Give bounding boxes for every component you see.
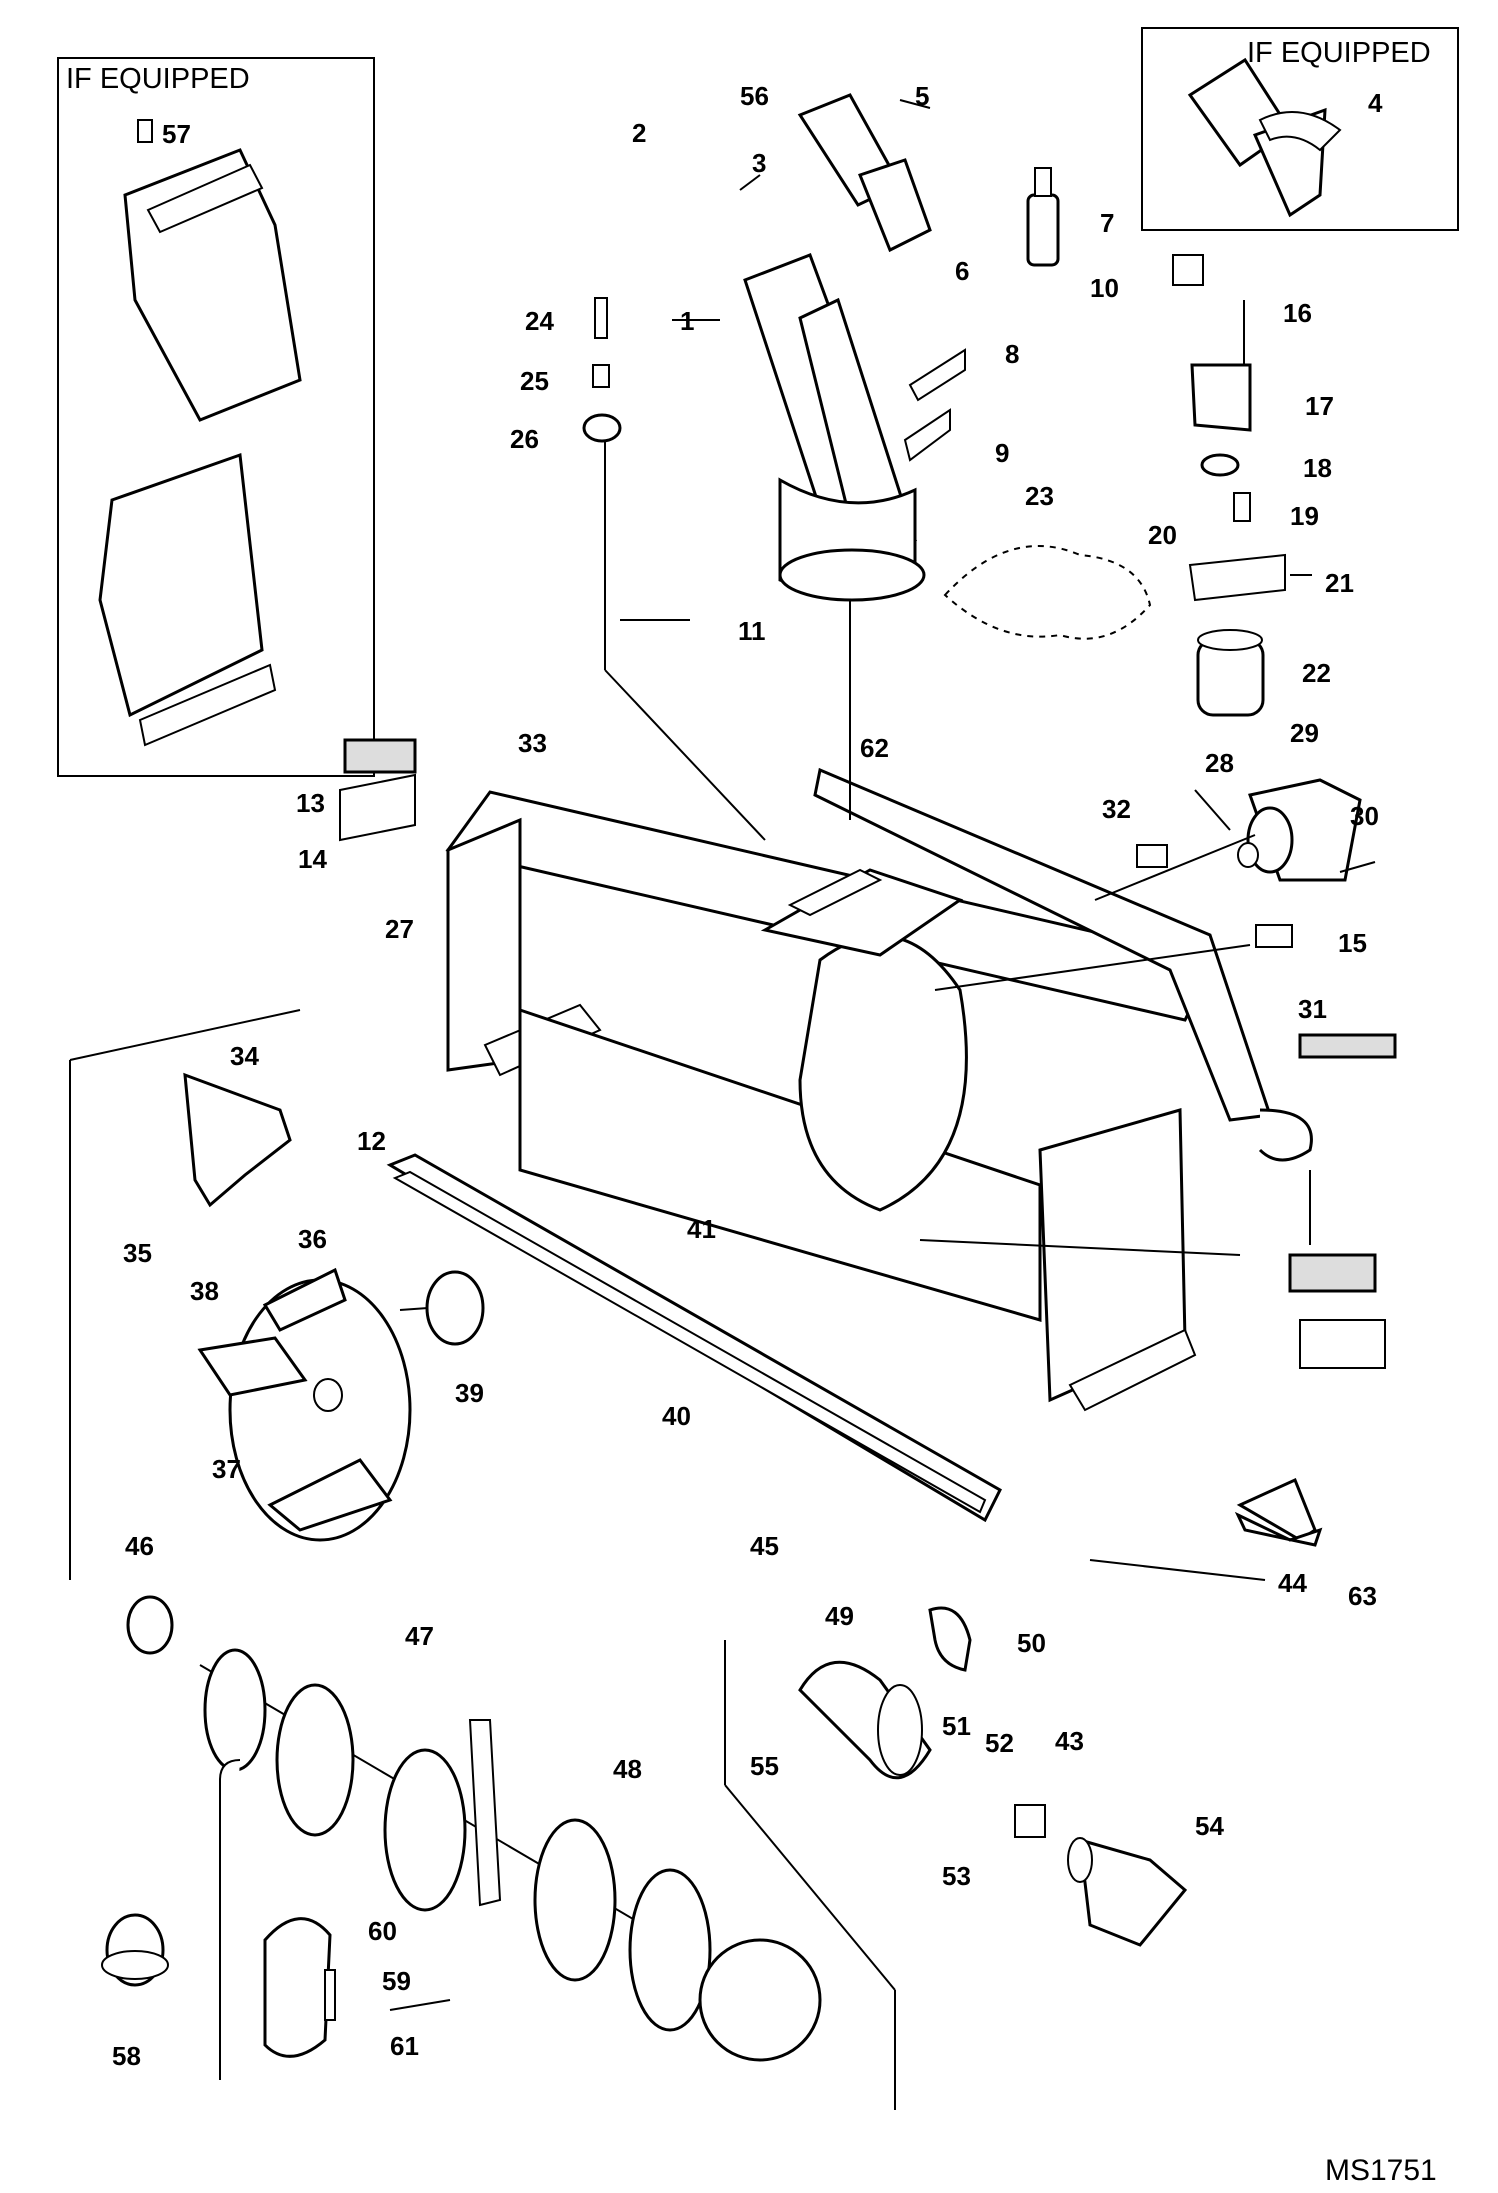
callout-16: 16 bbox=[1283, 298, 1312, 328]
callout-46: 46 bbox=[125, 1531, 154, 1561]
callout-60: 60 bbox=[368, 1916, 397, 1946]
callout-5: 5 bbox=[915, 81, 929, 111]
chute-assembly bbox=[743, 93, 1060, 602]
callout-6: 6 bbox=[955, 256, 969, 286]
callout-37: 37 bbox=[212, 1454, 241, 1484]
callout-48: 48 bbox=[613, 1754, 642, 1784]
impeller-38 bbox=[197, 1267, 485, 1542]
callout-17: 17 bbox=[1305, 391, 1334, 421]
callout-26: 26 bbox=[510, 424, 539, 454]
callout-25: 25 bbox=[520, 366, 549, 396]
callout-39: 39 bbox=[455, 1378, 484, 1408]
skid-shoe-44 bbox=[1234, 1477, 1323, 1547]
drawing-code: MS1751 bbox=[1325, 2154, 1437, 2187]
callout-12: 12 bbox=[357, 1126, 386, 1156]
callout-15: 15 bbox=[1338, 928, 1367, 958]
callout-35: 35 bbox=[123, 1238, 152, 1268]
callout-56: 56 bbox=[740, 81, 769, 111]
cutting-edge-40 bbox=[386, 1153, 1002, 1523]
callout-36: 36 bbox=[298, 1224, 327, 1254]
callout-57: 57 bbox=[162, 119, 191, 149]
callout-14: 14 bbox=[298, 844, 327, 874]
decals bbox=[339, 738, 1397, 1369]
callout-41: 41 bbox=[687, 1214, 716, 1244]
inset-right-parts bbox=[1187, 57, 1342, 218]
callout-11: 11 bbox=[738, 616, 766, 646]
callout-28: 28 bbox=[1205, 748, 1234, 778]
callout-43: 43 bbox=[1055, 1726, 1084, 1756]
callout-10: 10 bbox=[1090, 273, 1119, 303]
callout-55: 55 bbox=[750, 1751, 779, 1781]
bushing-parts bbox=[582, 297, 622, 443]
callout-3: 3 bbox=[752, 148, 766, 178]
callout-21: 21 bbox=[1325, 568, 1354, 598]
callout-19: 19 bbox=[1290, 501, 1319, 531]
callout-30: 30 bbox=[1350, 801, 1379, 831]
callout-59: 59 bbox=[382, 1966, 411, 1996]
main-housing bbox=[445, 767, 1313, 1412]
callout-54: 54 bbox=[1195, 1811, 1224, 1841]
panel-34 bbox=[183, 1072, 292, 1208]
callout-58: 58 bbox=[112, 2041, 141, 2071]
inset-left-frame bbox=[57, 57, 375, 777]
callout-45: 45 bbox=[750, 1531, 779, 1561]
callout-50: 50 bbox=[1017, 1628, 1046, 1658]
callout-20: 20 bbox=[1148, 520, 1177, 550]
callout-labels: 1234567891011121314151617181920212223242… bbox=[112, 81, 1383, 2071]
callout-47: 47 bbox=[405, 1621, 434, 1651]
callout-29: 29 bbox=[1290, 718, 1319, 748]
callout-4: 4 bbox=[1368, 88, 1383, 118]
callout-24: 24 bbox=[525, 306, 554, 336]
callout-27: 27 bbox=[385, 914, 414, 944]
chain-23 bbox=[943, 545, 1152, 640]
inset-left-header: IF EQUIPPED bbox=[66, 63, 250, 95]
gearbox-29 bbox=[1194, 778, 1376, 882]
callout-49: 49 bbox=[825, 1601, 854, 1631]
callout-44: 44 bbox=[1278, 1568, 1307, 1598]
callout-34: 34 bbox=[230, 1041, 259, 1071]
callout-31: 31 bbox=[1298, 994, 1327, 1024]
inset-right-frame bbox=[1141, 27, 1459, 231]
callout-13: 13 bbox=[296, 788, 325, 818]
callout-1: 1 bbox=[680, 306, 694, 336]
callout-61: 61 bbox=[390, 2031, 419, 2061]
callout-38: 38 bbox=[190, 1276, 219, 1306]
inset-right-header: IF EQUIPPED bbox=[1247, 37, 1431, 69]
callout-40: 40 bbox=[662, 1401, 691, 1431]
clamp-details bbox=[101, 1759, 336, 2080]
callout-63: 63 bbox=[1348, 1581, 1377, 1611]
callout-18: 18 bbox=[1303, 453, 1332, 483]
callout-52: 52 bbox=[985, 1728, 1014, 1758]
callout-9: 9 bbox=[995, 438, 1009, 468]
leader-lines bbox=[69, 99, 1311, 2110]
callout-2: 2 bbox=[632, 118, 646, 148]
callout-32: 32 bbox=[1102, 794, 1131, 824]
callout-8: 8 bbox=[1005, 339, 1019, 369]
drive-drum-49 bbox=[798, 1606, 1188, 1947]
callout-53: 53 bbox=[942, 1861, 971, 1891]
callout-7: 7 bbox=[1100, 208, 1114, 238]
callout-51: 51 bbox=[942, 1711, 971, 1741]
deflector-actuator-parts bbox=[1172, 254, 1312, 717]
callout-22: 22 bbox=[1302, 658, 1331, 688]
callout-23: 23 bbox=[1025, 481, 1054, 511]
callout-33: 33 bbox=[518, 728, 547, 758]
auger-47 bbox=[126, 1595, 822, 2062]
inset-left-parts bbox=[98, 119, 302, 747]
callout-62: 62 bbox=[860, 733, 889, 763]
